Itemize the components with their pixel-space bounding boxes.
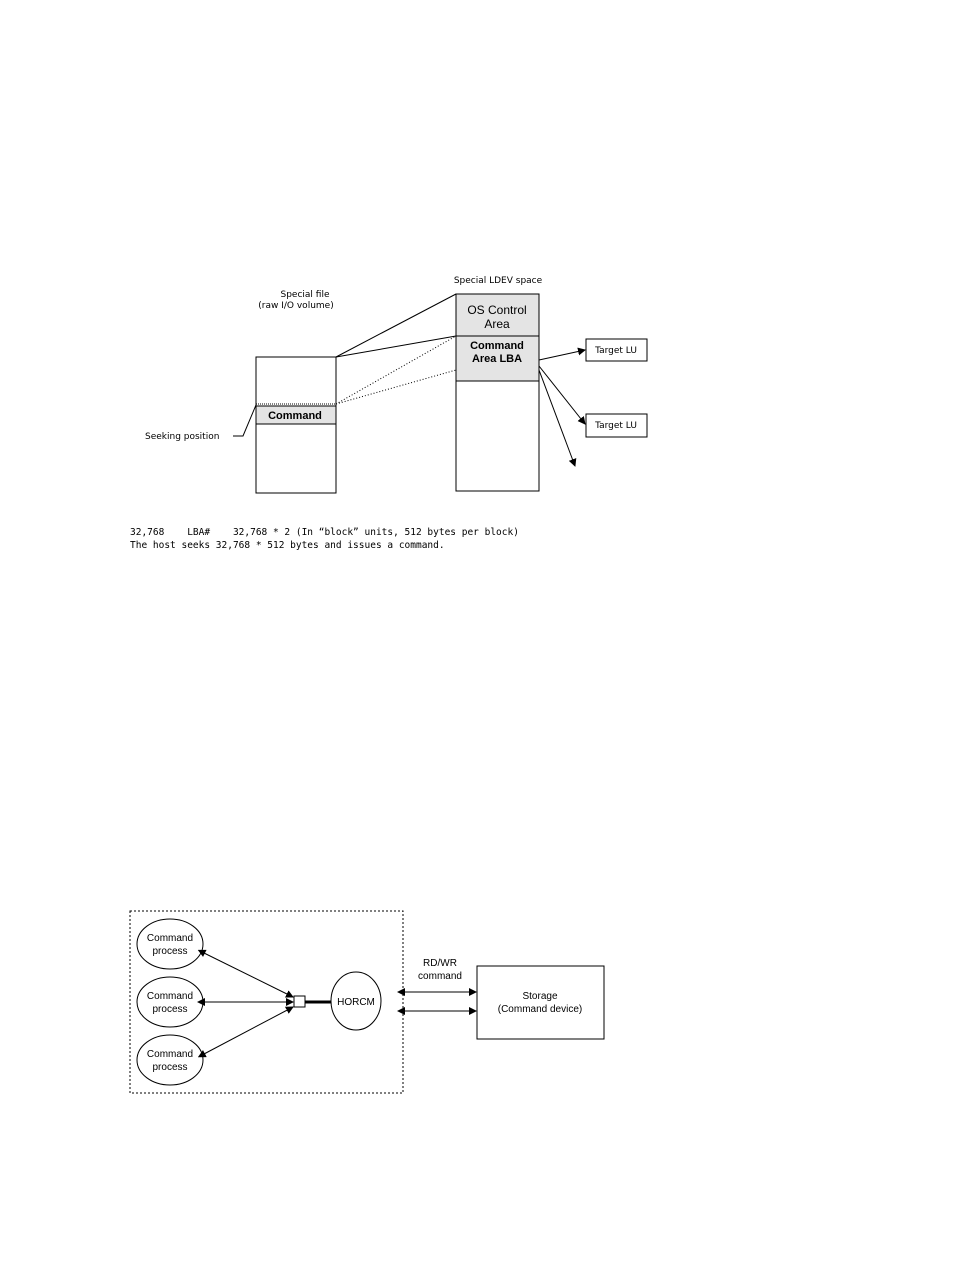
command-process-1 <box>136 918 204 970</box>
special-file-label: Special file <box>281 290 330 300</box>
seeking-position-pointer <box>233 404 257 437</box>
map-line-mid <box>335 335 457 358</box>
command-block <box>255 405 337 425</box>
storage-label: Storage <box>522 991 557 1002</box>
rdwr-sublabel: command <box>418 971 462 982</box>
horcm-diagram: Command process Command process Command … <box>129 910 605 1094</box>
special-ldev-label: Special LDEV space <box>454 276 543 286</box>
command-process-1-sublabel: process <box>152 946 187 957</box>
command-process-2 <box>136 976 204 1028</box>
os-control-label: OS Control <box>467 303 526 317</box>
seeking-position-label: Seeking position <box>145 432 219 442</box>
command-label: Command <box>268 410 322 422</box>
arrow-to-target-2 <box>538 365 586 425</box>
storage-box <box>476 965 605 1040</box>
rdwr-label: RD/WR <box>423 958 457 969</box>
link-process-3 <box>197 1006 294 1058</box>
os-control-area <box>455 293 540 337</box>
link-process-1 <box>197 949 294 998</box>
command-area-sublabel: Area LBA <box>472 353 522 365</box>
horcm-label: HORCM <box>337 997 375 1008</box>
special-file-box <box>255 356 337 494</box>
command-area-label: Command <box>470 340 524 352</box>
target-lu-label-1: Target LU <box>594 346 637 356</box>
target-lu-box-1 <box>585 338 648 362</box>
command-process-3-sublabel: process <box>152 1062 187 1073</box>
command-process-3-label: Command <box>147 1049 193 1060</box>
target-lu-box-2 <box>585 413 648 438</box>
arrow-to-target-3 <box>538 369 577 467</box>
junction-port <box>293 995 306 1008</box>
command-process-2-label: Command <box>147 991 193 1002</box>
map-dotted-line-2 <box>335 369 457 405</box>
horcm-node <box>330 971 382 1031</box>
map-line-top <box>335 293 457 358</box>
special-file-sublabel: (raw I/O volume) <box>258 301 333 311</box>
os-control-sublabel: Area <box>484 317 510 331</box>
storage-sublabel: (Command device) <box>498 1004 582 1015</box>
command-area-lba <box>455 335 540 382</box>
host-boundary <box>129 910 404 1094</box>
caption-seek: The host seeks 32,768 * 512 bytes and is… <box>130 540 445 551</box>
caption-lba: 32,768 LBA# 32,768 * 2 (In “block” units… <box>130 527 519 538</box>
command-process-3 <box>136 1034 204 1086</box>
arrow-to-target-1 <box>538 347 586 361</box>
ldev-diagram: Special file (raw I/O volume) Special LD… <box>145 276 648 494</box>
target-lu-label-2: Target LU <box>594 421 637 431</box>
map-dotted-line-1 <box>335 335 457 405</box>
command-process-2-sublabel: process <box>152 1004 187 1015</box>
command-process-1-label: Command <box>147 933 193 944</box>
